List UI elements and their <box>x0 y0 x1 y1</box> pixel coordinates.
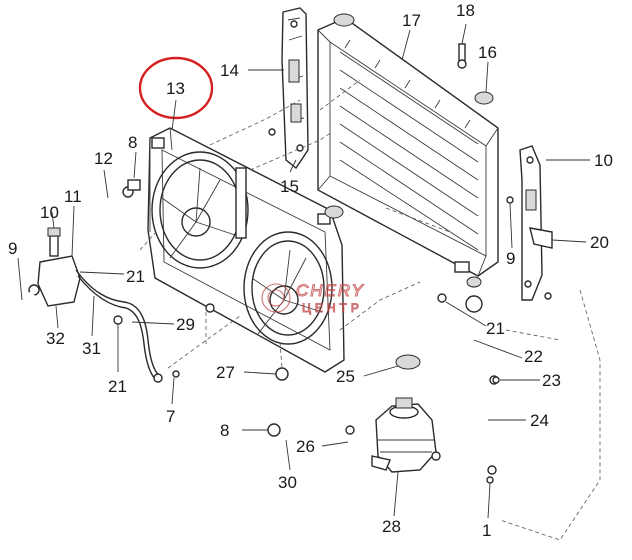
callout-30: 30 <box>278 473 297 492</box>
callout-1: 1 <box>482 521 491 540</box>
callout-21-left: 21 <box>126 267 145 286</box>
callout-32: 32 <box>46 329 65 348</box>
callout-24: 24 <box>530 411 549 430</box>
watermark-line2: ЦЕНТР <box>302 301 363 315</box>
callout-9-left: 9 <box>8 239 17 258</box>
callout-26: 26 <box>296 437 315 456</box>
callout-18: 18 <box>456 1 475 20</box>
callout-8-top: 8 <box>128 133 137 152</box>
callout-10-left: 10 <box>40 203 59 222</box>
callout-23: 23 <box>542 371 561 390</box>
callout-25: 25 <box>336 367 355 386</box>
callout-13: 13 <box>166 79 185 98</box>
callout-11: 11 <box>64 187 82 206</box>
assembly-lines <box>139 79 601 541</box>
callout-28: 28 <box>382 517 401 536</box>
callout-9-right: 9 <box>506 249 515 268</box>
callout-27: 27 <box>216 363 235 382</box>
callout-7: 7 <box>166 407 175 426</box>
radiator <box>317 17 499 277</box>
fan-shroud-assembly <box>147 127 345 373</box>
callout-14: 14 <box>220 61 239 80</box>
callout-12: 12 <box>94 149 113 168</box>
right-bracket <box>519 145 553 301</box>
callout-29: 29 <box>176 315 195 334</box>
bypass-hose <box>0 290 36 344</box>
callout-15: 15 <box>280 177 299 196</box>
small-hose-26 <box>267 403 355 437</box>
watermark: CHERY ЦЕНТР <box>261 280 365 316</box>
callout-10-right: 10 <box>594 151 613 170</box>
upper-radiator-hose <box>73 186 134 269</box>
callout-16: 16 <box>478 43 497 62</box>
lower-radiator-hose <box>418 276 483 393</box>
callout-labels: 13 14 15 16 17 18 10 20 9 8 12 11 10 9 2… <box>8 1 613 540</box>
watermark-line1: CHERY <box>296 281 365 300</box>
hose-24 <box>442 375 499 498</box>
callout-22: 22 <box>524 347 543 366</box>
callout-17: 17 <box>402 11 421 30</box>
callout-31: 31 <box>82 339 101 358</box>
callout-20: 20 <box>590 233 609 252</box>
highlight-circle <box>138 56 214 120</box>
callout-21-right: 21 <box>486 319 505 338</box>
callout-8-bottom: 8 <box>220 421 229 440</box>
leader-lines <box>17 23 590 519</box>
callout-21-bottom: 21 <box>108 377 127 396</box>
expansion-tank <box>371 397 441 473</box>
left-bracket <box>281 7 309 170</box>
small-hose-29-31 <box>75 269 163 383</box>
